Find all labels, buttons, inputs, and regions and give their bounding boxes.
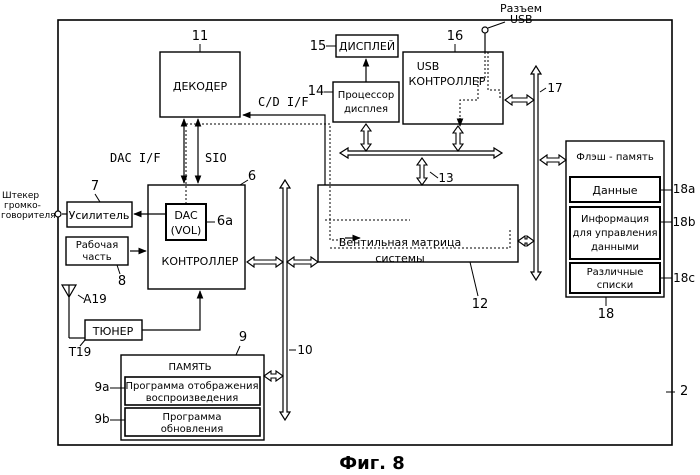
svg-text:списки: списки [597, 280, 634, 291]
svg-text:USB: USB [510, 13, 533, 26]
memory-block: ПАМЯТЬ 9 Программа отображения воспроизв… [94, 330, 264, 440]
svg-text:18: 18 [598, 307, 615, 322]
svg-text:12: 12 [472, 297, 489, 312]
svg-text:ДИСПЛЕЙ: ДИСПЛЕЙ [339, 40, 395, 53]
svg-text:C/D I/F: C/D I/F [258, 95, 309, 109]
figure-caption: Фиг. 8 [339, 453, 405, 474]
svg-text:6: 6 [248, 169, 256, 184]
svg-text:Данные: Данные [592, 184, 637, 197]
svg-text:обновления: обновления [161, 424, 223, 435]
usb-connector: Разъем USB [482, 2, 542, 52]
svg-text:часть: часть [82, 252, 111, 263]
svg-text:18c: 18c [673, 271, 695, 285]
svg-text:(VOL): (VOL) [171, 224, 202, 237]
speaker-plug: Штекер громко- говорителя [1, 191, 61, 221]
svg-text:КОНТРОЛЛЕР: КОНТРОЛЛЕР [409, 75, 486, 88]
svg-text:USB: USB [417, 60, 440, 73]
svg-text:Информация: Информация [581, 214, 649, 225]
svg-text:ПАМЯТЬ: ПАМЯТЬ [169, 362, 212, 373]
svg-text:9: 9 [239, 330, 247, 345]
svg-text:16: 16 [447, 29, 464, 44]
bus-17: 17 [531, 66, 563, 280]
svg-text:11: 11 [192, 29, 209, 44]
svg-text:громко-: громко- [4, 201, 41, 211]
svg-text:Процессор: Процессор [338, 90, 394, 101]
svg-text:воспроизведения: воспроизведения [146, 393, 239, 404]
svg-text:Флэш - память: Флэш - память [576, 152, 654, 163]
decoder-block: ДЕКОДЕР 11 [160, 29, 240, 117]
working-part-block: Рабочая часть 8 [66, 237, 146, 289]
usb-controller-block: USB КОНТРОЛЛЕР 16 [403, 29, 503, 126]
svg-text:T19: T19 [68, 345, 92, 359]
display-block: ДИСПЛЕЙ 15 [310, 35, 398, 57]
svg-text:A19: A19 [83, 292, 106, 306]
svg-text:DAC: DAC [174, 209, 198, 222]
svg-text:9a: 9a [95, 380, 110, 394]
svg-text:15: 15 [310, 39, 327, 54]
svg-text:Различные: Различные [587, 267, 644, 278]
svg-text:17: 17 [547, 81, 562, 95]
svg-text:18b: 18b [673, 215, 696, 229]
svg-text:дисплея: дисплея [344, 104, 388, 115]
svg-text:Программа: Программа [163, 412, 222, 423]
flash-memory-block: Флэш - память 18 Данные Информация для у… [566, 141, 695, 322]
svg-text:SIO: SIO [205, 151, 227, 165]
svg-text:системы: системы [375, 252, 424, 265]
bus-10: 10 [280, 180, 313, 420]
svg-text:КОНТРОЛЛЕР: КОНТРОЛЛЕР [162, 255, 239, 268]
svg-text:14: 14 [308, 84, 325, 99]
svg-text:ДЕКОДЕР: ДЕКОДЕР [173, 80, 228, 93]
svg-text:13: 13 [438, 171, 453, 185]
svg-text:18a: 18a [673, 182, 696, 196]
svg-text:данными: данными [591, 242, 639, 253]
svg-text:Программа отображения: Программа отображения [125, 381, 258, 392]
svg-text:Штекер: Штекер [2, 191, 39, 201]
svg-text:DAC I/F: DAC I/F [110, 151, 161, 165]
svg-text:6a: 6a [217, 214, 233, 229]
svg-text:ТЮНЕР: ТЮНЕР [92, 325, 134, 338]
svg-text:10: 10 [297, 343, 312, 357]
display-processor-block: Процессор дисплея 14 [308, 59, 399, 122]
device-ref: 2 [680, 384, 688, 399]
svg-text:говорителя: говорителя [1, 211, 56, 221]
svg-text:8: 8 [118, 274, 126, 289]
svg-text:для управления: для управления [573, 228, 658, 239]
svg-text:Усилитель: Усилитель [69, 209, 130, 222]
svg-text:9b: 9b [94, 412, 109, 426]
svg-text:7: 7 [91, 179, 99, 194]
svg-text:Рабочая: Рабочая [76, 240, 119, 251]
